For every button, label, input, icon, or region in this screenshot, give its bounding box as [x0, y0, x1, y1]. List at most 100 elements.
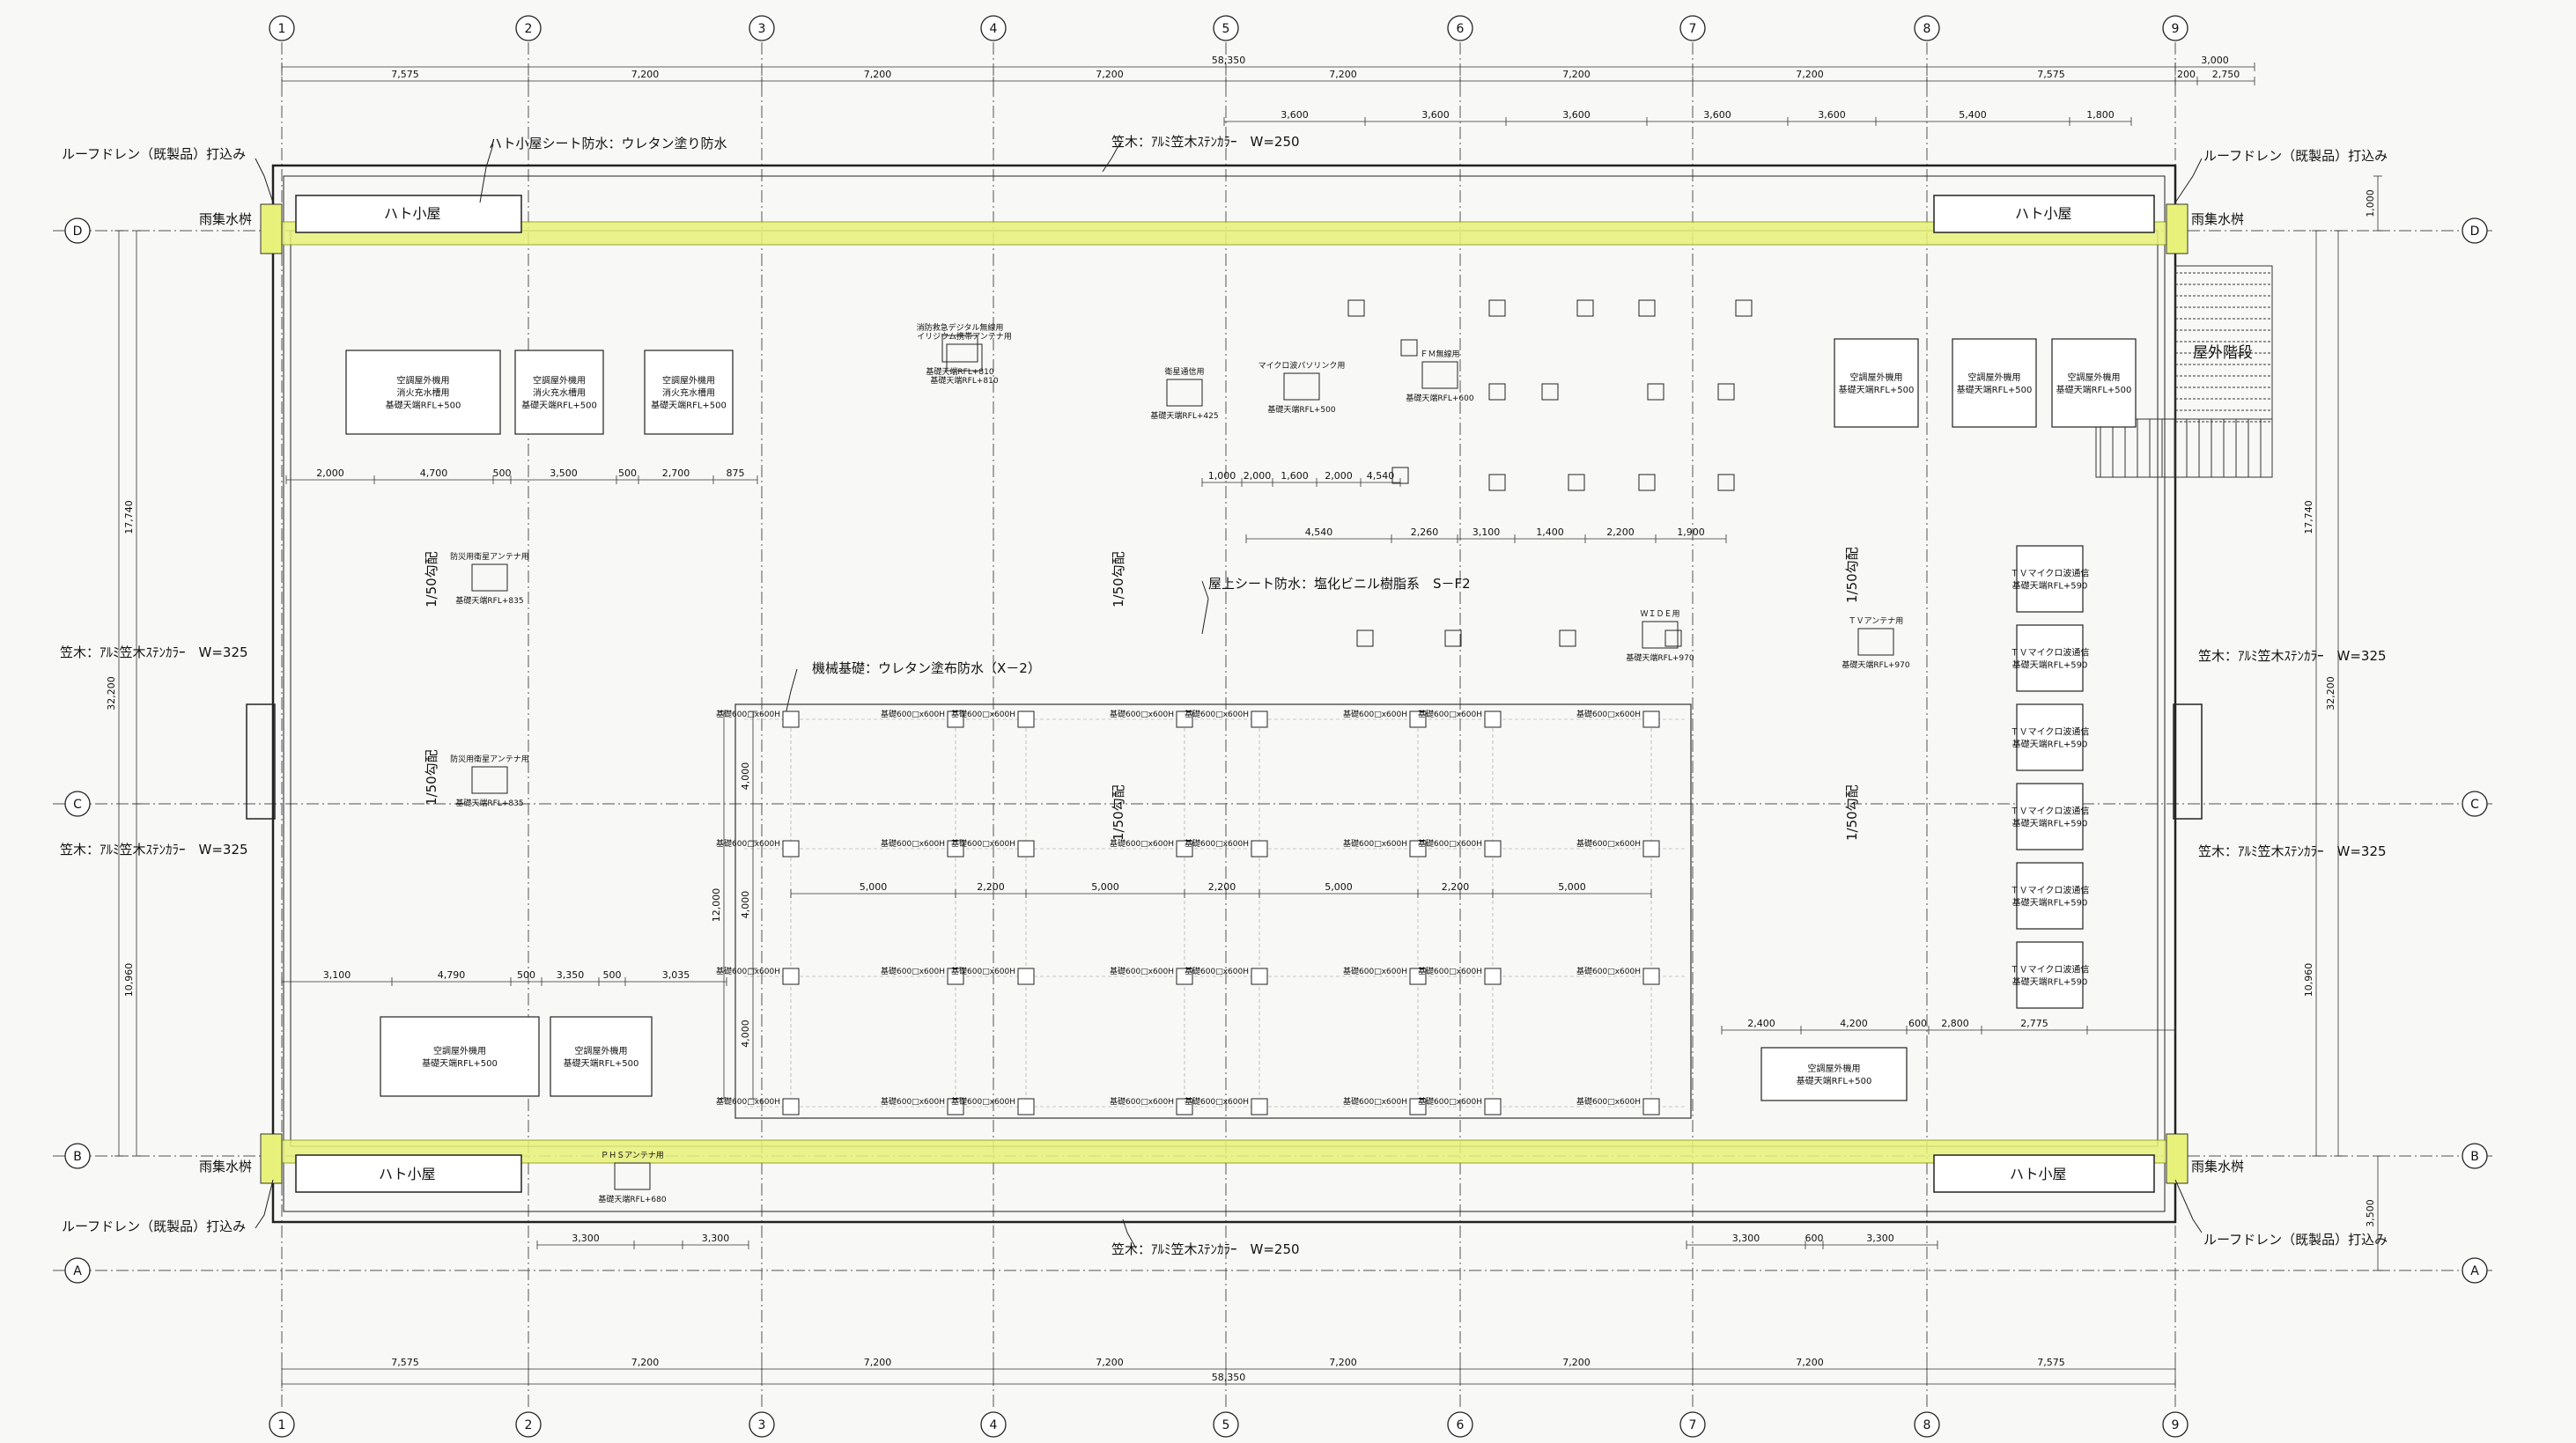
outdoor-stair-label: 屋外階段: [2193, 344, 2253, 362]
foundation-block-label: 基礎600□x600H: [1343, 838, 1407, 849]
dimension-text: 7,575: [391, 1357, 419, 1368]
dimension-text: 4,000: [740, 762, 751, 791]
kasagi-left-1-label: 笠木：ｱﾙﾐ笠木ｽﾃﾝｶﾗｰ W=325: [60, 644, 248, 660]
gutter-highlights: [260, 203, 2188, 1184]
equipment-box-rect: [345, 350, 501, 435]
dimension-text: 32,200: [106, 676, 117, 710]
grid-bubble-2-top: 2: [515, 15, 542, 41]
grid-bubble-circle: [515, 1411, 542, 1438]
hato-goya-group: [295, 195, 2155, 1193]
grid-bubble-C-right: C: [2462, 791, 2488, 817]
dimension-text: 7,200: [1096, 69, 1124, 80]
dimension-text: 3,100: [1473, 526, 1501, 538]
dim-right-total: 3,000: [2174, 55, 2255, 71]
equipment-box-text: 基礎天端RFL+500: [386, 400, 461, 411]
antenna-pad-rect: [1166, 379, 1203, 407]
grid-bubble-circle: [1679, 1411, 1706, 1438]
dimension-text: 7,200: [1096, 1357, 1124, 1368]
grid-bubble-circle: [2162, 15, 2188, 41]
foundation-block: 基礎600□x600H: [716, 1096, 800, 1115]
roof-sheet-label: 屋上シート防水：塩化ビニル樹脂系 S－F2: [1208, 576, 1471, 592]
equipment-box-text: 消火充水槽用: [662, 387, 715, 399]
dimension-text: 4,790: [438, 969, 466, 981]
dimension-text: 7,575: [2037, 1357, 2065, 1368]
dimension-text: 1,000: [2365, 189, 2376, 217]
equipment-box-rect: [1834, 338, 1919, 428]
grid-bubble-text: C: [2470, 798, 2479, 812]
grid-bubble-text: 5: [1222, 1418, 1230, 1432]
dimension-text: 1,900: [1677, 526, 1705, 538]
kasagi-right-2-label: 笠木：ｱﾙﾐ笠木ｽﾃﾝｶﾗｰ W=325: [2198, 843, 2387, 859]
rain-catch-basin-tl: 雨集水桝: [199, 211, 252, 227]
antenna-pad-rect: [471, 563, 508, 592]
antenna-base-label: 基礎天端RFL+600: [1406, 393, 1473, 403]
grid-bubble-text: 2: [525, 1418, 533, 1432]
foundation-block: 基礎600□x600H: [1110, 709, 1193, 728]
antenna-base-label: 基礎天端RFL+970: [1626, 652, 1694, 663]
foundation-block-label: 基礎600□x600H: [716, 838, 780, 849]
antenna-label: マイクロ波パソリンク用: [1258, 360, 1346, 371]
grid-bubble-text: 5: [1222, 22, 1230, 36]
dimension-text: 4,000: [740, 891, 751, 919]
antenna-base-label: 基礎天端RFL+810: [926, 366, 993, 377]
foundation-block-label: 基礎600□x600H: [1418, 1096, 1482, 1107]
grid-bubble-text: 7: [1689, 1418, 1697, 1432]
dimension-text: 1,400: [1536, 526, 1564, 538]
equipment-box-rect: [1760, 1047, 1908, 1101]
equipment-box-rect: [514, 350, 604, 435]
grid-bubble-text: 2: [525, 22, 533, 36]
grid-bubble-circle: [749, 15, 775, 41]
foundation-block-label: 基礎600□x600H: [881, 709, 945, 719]
foundation-block: 基礎600□x600H: [1110, 838, 1193, 858]
equipment-box-text: ＴＶマイクロ波通信: [2011, 568, 2090, 579]
foundation-block-label: 基礎600□x600H: [1343, 1096, 1407, 1107]
antenna-label: イリジウム携帯アンテナ用: [917, 331, 1012, 342]
hato-sheet-label: ハト小屋シート防水：ウレタン塗り防水: [489, 136, 727, 151]
foundation-block-label: 基礎600□x600H: [881, 966, 945, 976]
foundation-block-label: 基礎600□x600H: [716, 1096, 780, 1107]
hato-goya-tl: [295, 195, 522, 233]
equipment-box-text: 基礎天端RFL+500: [564, 1057, 639, 1069]
foundation-block-rect: [1484, 1098, 1502, 1115]
small-pad: [1638, 474, 1656, 491]
grid-bubble-circle: [269, 1411, 295, 1438]
small-pad: [1559, 629, 1576, 647]
kikai-kiso-label: 機械基礎：ウレタン塗布防水（X－2）: [812, 660, 1041, 676]
foundation-block: 基礎600□x600H: [1343, 709, 1427, 728]
grid-bubble-text: D: [73, 225, 83, 239]
dimension-text: 3,600: [1281, 109, 1309, 121]
equipment-box-text: 空調屋外機用: [2068, 372, 2121, 383]
foundation-block-rect: [1484, 968, 1502, 985]
dimension-text: 1,800: [2086, 109, 2115, 121]
small-pad: [1488, 474, 1506, 491]
foundation-block-label: 基礎600□x600H: [1110, 966, 1174, 976]
equipment-box-text: 空調屋外機用: [1850, 372, 1903, 383]
hato-goya-tl-label: ハト小屋: [384, 205, 440, 222]
grid-bubble-circle: [1914, 15, 1940, 41]
slope-label-6: 1/50勾配: [1844, 784, 1860, 841]
equipment-box-text: 基礎天端RFL+500: [1797, 1075, 1872, 1086]
foundation-block-label: 基礎600□x600H: [1343, 709, 1407, 719]
slope-label-1: 1/50勾配: [424, 551, 439, 607]
foundation-block-rect: [1642, 1098, 1660, 1115]
antenna-label: 衛星通信用: [1164, 366, 1204, 377]
grid-bubble-5-top: 5: [1213, 15, 1239, 41]
foundation-block: 基礎600□x600H: [1576, 966, 1660, 985]
foundation-block-label: 基礎600□x600H: [1576, 1096, 1641, 1107]
foundation-block-label: 基礎600□x600H: [1110, 1096, 1174, 1107]
dimension-text: 3,100: [323, 969, 351, 981]
foundation-block: 基礎600□x600H: [881, 1096, 964, 1115]
dimension-text: 7,575: [2037, 69, 2065, 80]
grid-bubble-circle: [64, 791, 91, 817]
dimension-text: 5,000: [1091, 881, 1119, 893]
kasagi-top-label: 笠木：ｱﾙﾐ笠木ｽﾃﾝｶﾗｰ W=250: [1111, 134, 1300, 150]
